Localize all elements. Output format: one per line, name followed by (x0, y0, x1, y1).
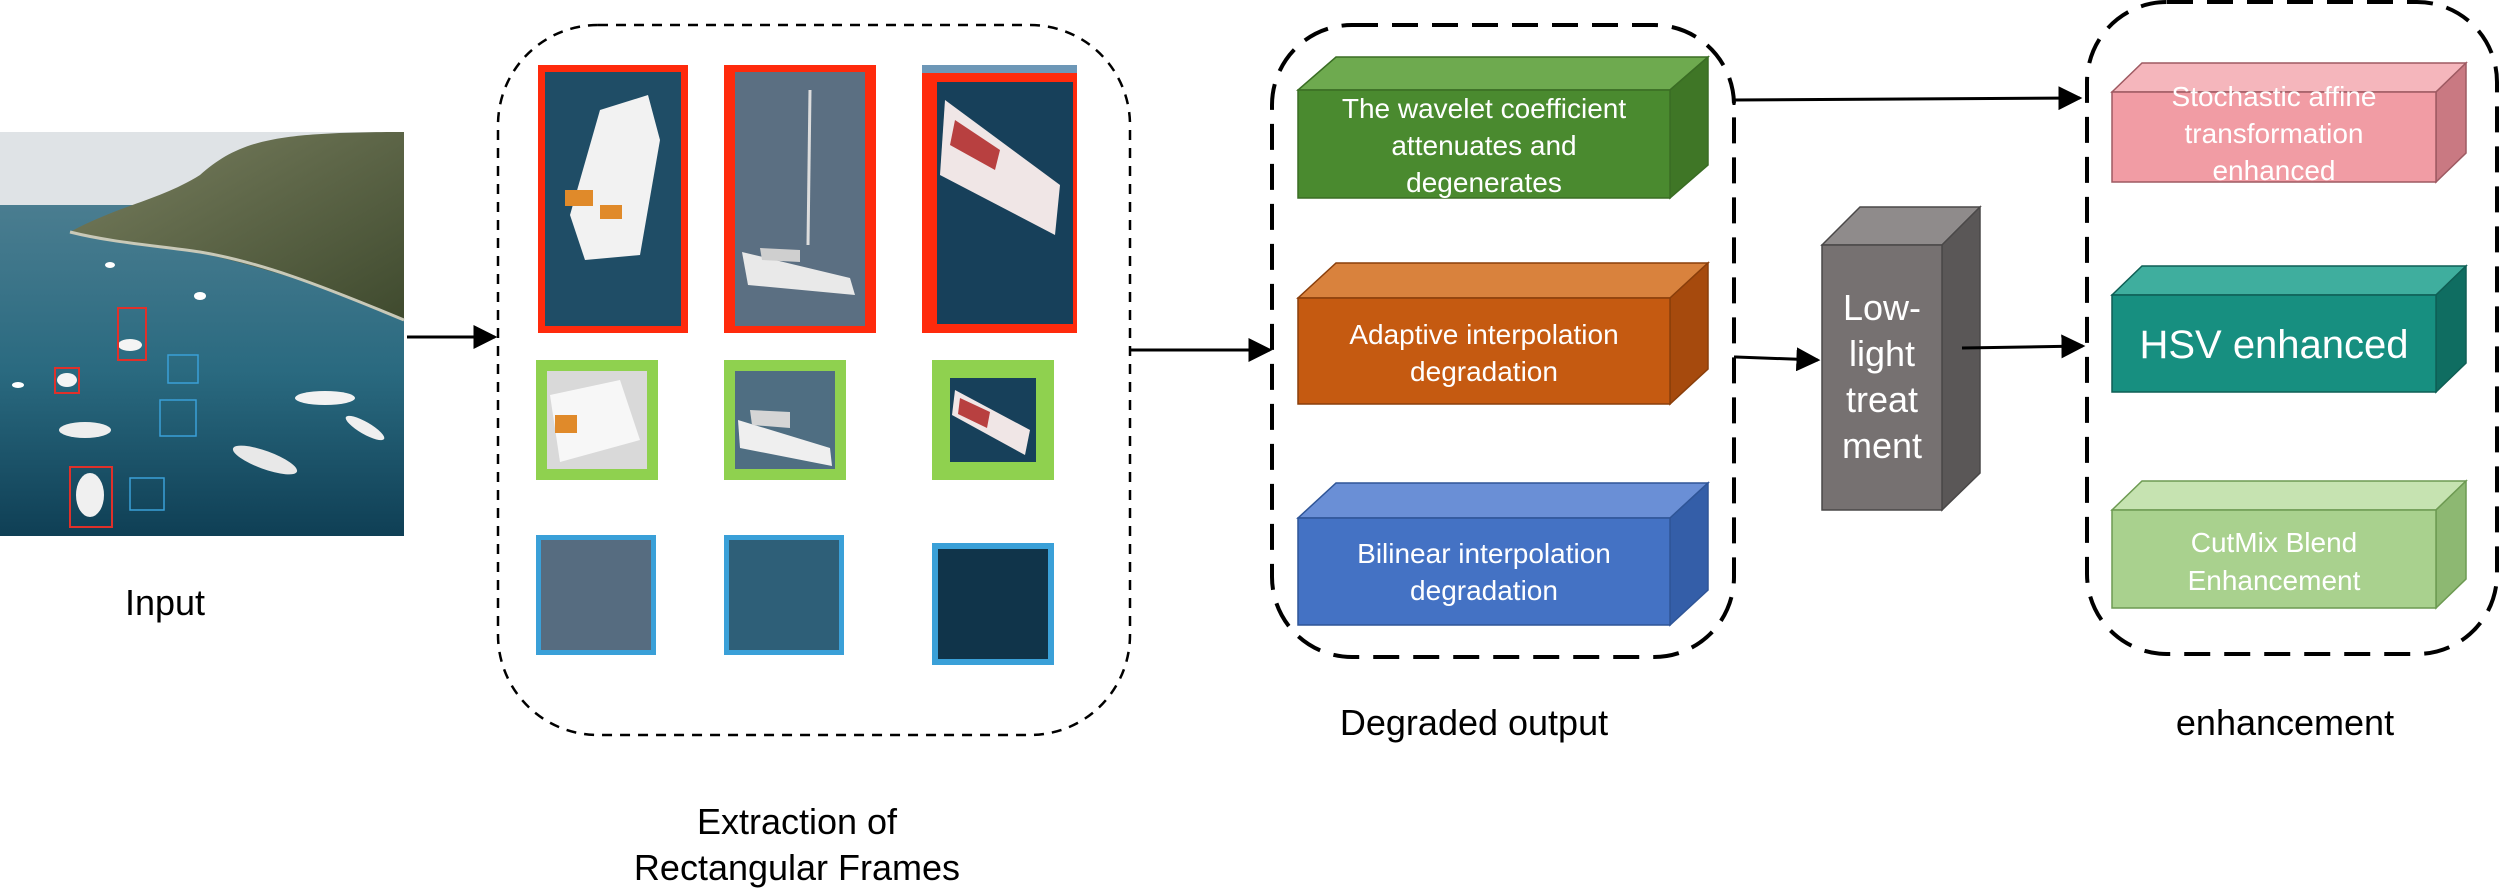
affine-enhancement-box: Stochastic affine transformation enhance… (2110, 61, 2468, 186)
wavelet-text-line3: degenerates (1406, 167, 1562, 198)
cutmix-text-line2: Enhancement (2188, 565, 2361, 596)
cutmix-enhancement-box: CutMix Blend Enhancement (2110, 479, 2468, 610)
arrow-degraded-to-lowlight (1734, 347, 1821, 372)
hsv-text: HSV enhanced (2139, 323, 2408, 367)
bilinear-text-line2: degradation (1410, 575, 1558, 606)
affine-text-line1: Stochastic affine (2172, 81, 2377, 112)
cutmix-text-line1: CutMix Blend (2191, 527, 2358, 558)
lowlight-text-line1: Low- (1843, 287, 1921, 328)
bilinear-text-line1: Bilinear interpolation (1357, 538, 1611, 569)
bilinear-interpolation-box: Bilinear interpolation degradation (1296, 481, 1710, 627)
green-frame-boat-2 (724, 360, 846, 480)
enhancement-container (2085, 0, 2499, 656)
wavelet-text-line1: The wavelet coefficient (1342, 93, 1627, 124)
extraction-container (496, 23, 1132, 737)
blue-frame-water-3-patch (938, 549, 1048, 659)
arrow-degraded-to-affine (1732, 86, 2083, 111)
red-frame-boat-3 (922, 65, 1077, 333)
affine-text-line3: enhanced (2212, 155, 2335, 186)
arrow-lowlight-to-enhancement (1961, 334, 2086, 359)
adaptive-text-line1: Adaptive interpolation (1349, 319, 1618, 350)
adaptive-interpolation-box: Adaptive interpolation degradation (1296, 261, 1710, 406)
low-light-treatment-box: Low- light treat ment (1820, 205, 1982, 512)
lowlight-text-line4: ment (1842, 425, 1922, 466)
input-aerial-photo (0, 132, 405, 536)
green-frame-boat-1 (536, 360, 658, 480)
input-label: Input (125, 582, 205, 623)
wavelet-text-line2: attenuates and (1391, 130, 1576, 161)
red-frame-boat-2 (724, 65, 876, 333)
blue-frame-water-1-patch (541, 540, 651, 650)
degraded-container (1270, 23, 1736, 659)
blue-frame-water-2-patch (729, 540, 839, 650)
degraded-label: Degraded output (1340, 702, 1608, 743)
extraction-label-line2: Rectangular Frames (634, 847, 960, 888)
affine-text-line2: transformation (2185, 118, 2364, 149)
green-frame-boat-3 (932, 360, 1054, 480)
hsv-enhancement-box: HSV enhanced (2110, 264, 2468, 394)
lowlight-text-line3: treat (1846, 379, 1918, 420)
wavelet-degradation-box: The wavelet coefficient attenuates and d… (1295, 55, 1711, 200)
enhancement-label: enhancement (2176, 702, 2394, 743)
red-frame-boat-1 (538, 65, 688, 333)
lowlight-text-line2: light (1849, 333, 1915, 374)
adaptive-text-line2: degradation (1410, 356, 1558, 387)
extraction-label-line1: Extraction of (697, 801, 898, 842)
